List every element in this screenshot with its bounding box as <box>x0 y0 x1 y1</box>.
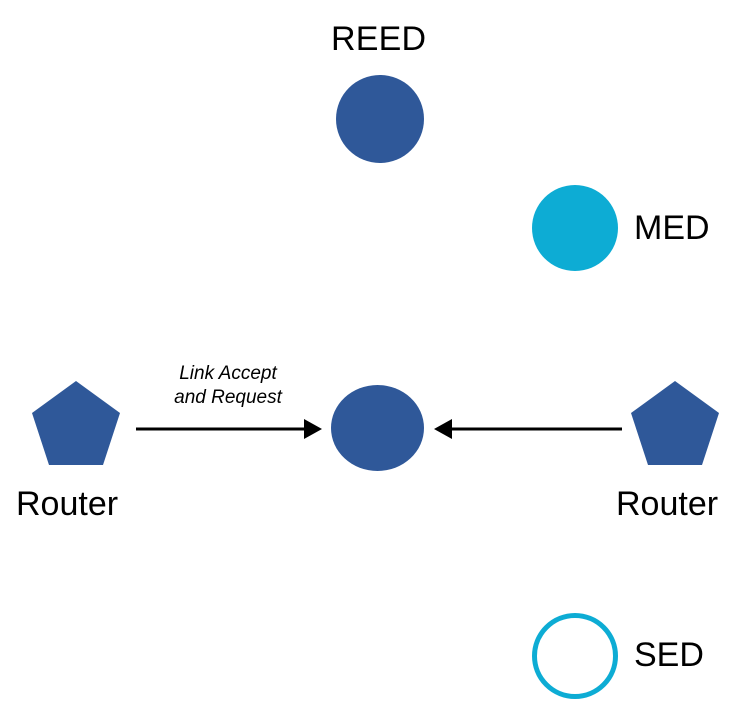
leader-node-circle <box>331 385 424 471</box>
sed-node-circle <box>532 613 618 699</box>
link-label-line-1: Link Accept <box>179 363 277 384</box>
router-right-pentagon-icon <box>631 381 719 465</box>
arrow-left-to-center-icon <box>136 419 322 439</box>
router-right-label: Router <box>616 485 719 523</box>
arrow-right-to-center-icon <box>434 419 622 439</box>
router-left-pentagon-icon <box>32 381 120 465</box>
reed-node-label: REED <box>331 20 427 58</box>
reed-node-circle <box>336 75 424 163</box>
link-label-line-2: and Request <box>174 387 282 408</box>
router-left-label: Router <box>16 485 119 523</box>
link-accept-and-request-label: Link Accept and Request <box>148 362 308 410</box>
med-node-label: MED <box>634 209 710 247</box>
med-node-circle <box>532 185 618 271</box>
sed-node-label: SED <box>634 636 704 674</box>
